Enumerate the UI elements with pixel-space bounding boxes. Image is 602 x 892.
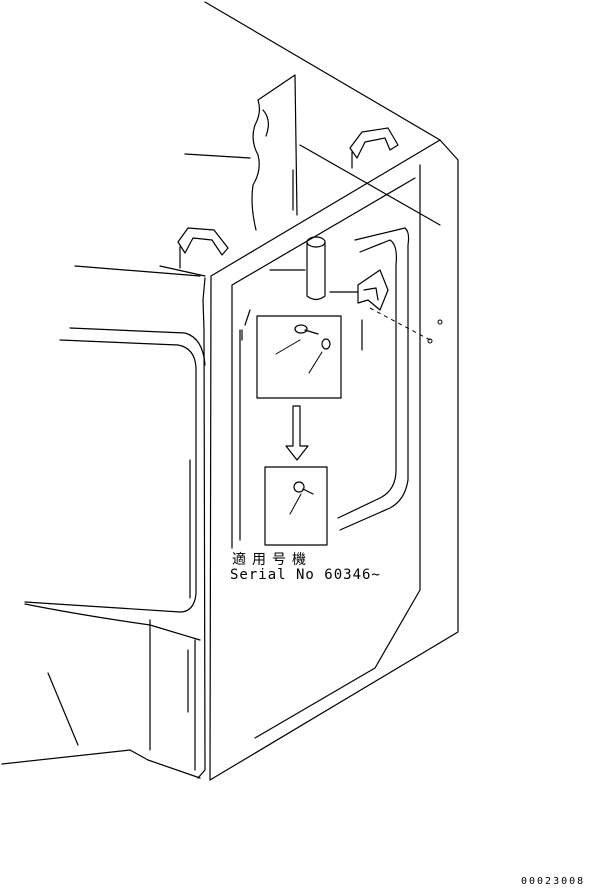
lifting-bracket-left	[177, 227, 229, 269]
latch-clip	[329, 269, 443, 351]
pin-part	[269, 236, 326, 301]
serial-number-label: Serial No 60346~	[230, 567, 381, 583]
door-frame	[239, 227, 410, 541]
tank-body	[74, 1, 459, 781]
drawing-number: 00023008	[521, 876, 586, 887]
applicability-label-jp: 適用号機	[232, 552, 312, 568]
detail-box-after	[264, 466, 328, 546]
cover-flap	[184, 74, 298, 231]
down-arrow-icon	[285, 405, 309, 461]
window	[1, 327, 206, 779]
detail-box-before	[256, 315, 342, 399]
lifting-bracket-right	[349, 127, 399, 169]
